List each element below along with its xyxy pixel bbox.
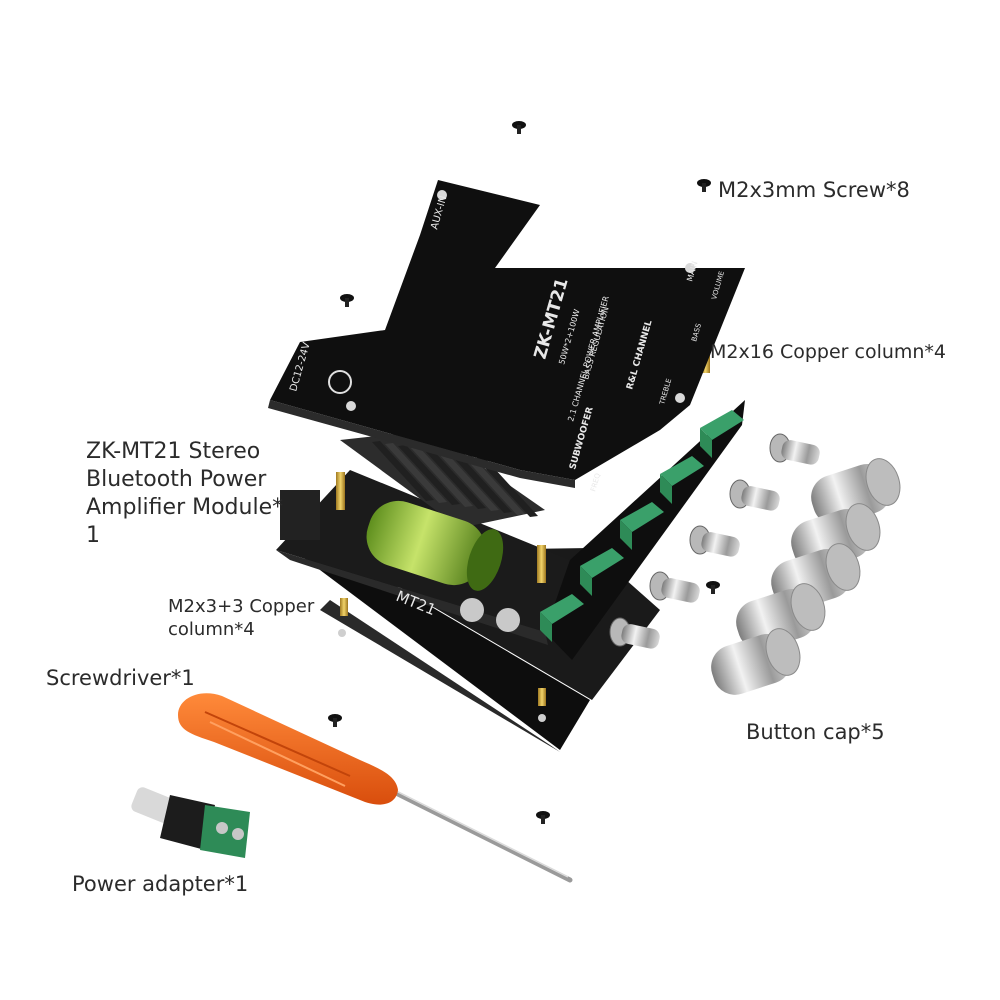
potentiometer-knob [621, 624, 660, 649]
screw-label: M2x3mm Screw*8 [718, 178, 910, 202]
terminal-block [700, 410, 744, 440]
screw-shaft [702, 183, 706, 192]
terminal-block-side [540, 612, 552, 642]
button-cap-face [790, 583, 826, 631]
terminal-block [620, 502, 664, 532]
heatsink-fin [424, 449, 486, 509]
terminal-block [660, 456, 704, 486]
terminal-block [580, 548, 624, 578]
copper-column-3-label-line2: column*4 [168, 619, 255, 640]
heatsink-fin [385, 443, 447, 503]
button-cap-label: Button cap*5 [746, 720, 885, 744]
terminal-block [540, 594, 584, 624]
power-adapter [131, 787, 250, 858]
button-caps [711, 458, 901, 695]
screw-shaft [517, 125, 521, 134]
copper-column-3-label: M2x3+3 Copper column*4 [168, 595, 328, 641]
heatsink [340, 430, 545, 528]
main-capacitor [366, 500, 504, 591]
screwdriver [178, 693, 573, 883]
power-icon [328, 370, 352, 394]
screw-shaft [541, 815, 545, 824]
heatsink-fin [398, 445, 460, 505]
terminal-block-side [580, 566, 592, 596]
terminal-block-side [620, 520, 632, 550]
terminal-block-side [700, 428, 712, 458]
screw-shaft [711, 585, 715, 594]
button-cap-face [765, 628, 801, 676]
top-cover-plate: AUX-IN DC12-24V ZK-MT21 50W*2+100W BASS … [268, 180, 745, 493]
heatsink-fin [476, 457, 538, 517]
terminal-block-side [660, 474, 672, 504]
small-capacitor [460, 598, 484, 622]
main-pcb: MT21 [276, 400, 820, 660]
dc-jack [280, 490, 320, 540]
potentiometer-knob [661, 578, 700, 603]
power-adapter-label: Power adapter*1 [72, 872, 249, 896]
potentiometer-knob [781, 440, 820, 465]
heatsink-fin [411, 447, 473, 507]
screw-shaft [333, 718, 337, 727]
screw-shaft [345, 298, 349, 307]
copper-columns-short [340, 598, 546, 706]
screws [328, 121, 720, 824]
freq-label: FREQ [589, 472, 602, 493]
small-capacitor [496, 608, 520, 632]
heatsink-fin [450, 453, 512, 513]
screwdriver-label: Screwdriver*1 [46, 666, 195, 690]
module-label: ZK-MT21 Stereo Bluetooth Power Amplifier… [86, 439, 284, 548]
button-cap-face [845, 503, 881, 551]
potentiometer-knob [701, 532, 740, 557]
copper-column-3-label-line1: M2x3+3 Copper [168, 596, 315, 617]
heatsink-fin [437, 451, 499, 511]
heatsink-fin [463, 455, 525, 515]
button-cap-face [865, 458, 901, 506]
potentiometer-knob [741, 486, 780, 511]
heatsink-fin [372, 441, 434, 501]
button-cap-face [825, 543, 861, 591]
copper-column-16-label: M2x16 Copper column*4 [710, 341, 947, 363]
